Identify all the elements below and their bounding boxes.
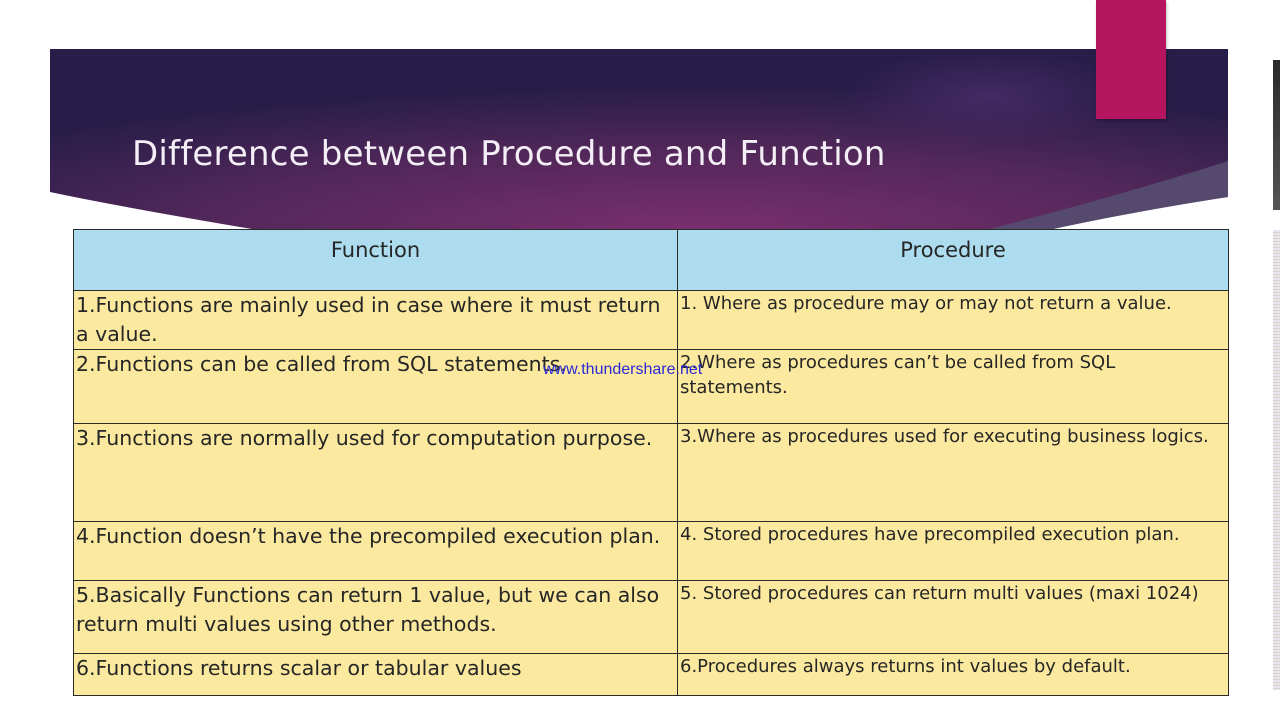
function-cell: 4.Function doesn’t have the precompiled … [73,521,678,581]
accent-bar [1096,0,1166,119]
procedure-cell: 3.Where as procedures used for executing… [677,423,1229,522]
banner-shape [50,49,1228,239]
function-cell: 6.Functions returns scalar or tabular va… [73,653,678,696]
table-header-row: Function Procedure [73,229,1229,291]
procedure-cell: 4. Stored procedures have precompiled ex… [677,521,1229,581]
column-header-function: Function [73,229,678,291]
function-cell: 5.Basically Functions can return 1 value… [73,580,678,654]
table-row: 2.Functions can be called from SQL state… [73,349,1229,424]
watermark: www.thundershare.net [543,361,703,378]
table-row: 4.Function doesn’t have the precompiled … [73,521,1229,581]
table-row: 5.Basically Functions can return 1 value… [73,580,1229,654]
comparison-table: Function Procedure 1.Functions are mainl… [73,229,1229,696]
function-cell: 2.Functions can be called from SQL state… [73,349,678,424]
title-banner [50,49,1228,239]
function-cell: 3.Functions are normally used for comput… [73,423,678,522]
function-cell: 1.Functions are mainly used in case wher… [73,290,678,350]
procedure-cell: 6.Procedures always returns int values b… [677,653,1229,696]
procedure-cell: 2.Where as procedures can’t be called fr… [677,349,1229,424]
column-header-procedure: Procedure [677,229,1229,291]
procedure-cell: 1. Where as procedure may or may not ret… [677,290,1229,350]
next-slide-thumbnail-edge [1273,60,1280,210]
table-row: 3.Functions are normally used for comput… [73,423,1229,522]
table-row: 6.Functions returns scalar or tabular va… [73,653,1229,696]
next-slide-thumbnail-edge-table [1273,230,1280,690]
table-row: 1.Functions are mainly used in case wher… [73,290,1229,350]
slide-title: Difference between Procedure and Functio… [132,134,886,174]
procedure-cell: 5. Stored procedures can return multi va… [677,580,1229,654]
